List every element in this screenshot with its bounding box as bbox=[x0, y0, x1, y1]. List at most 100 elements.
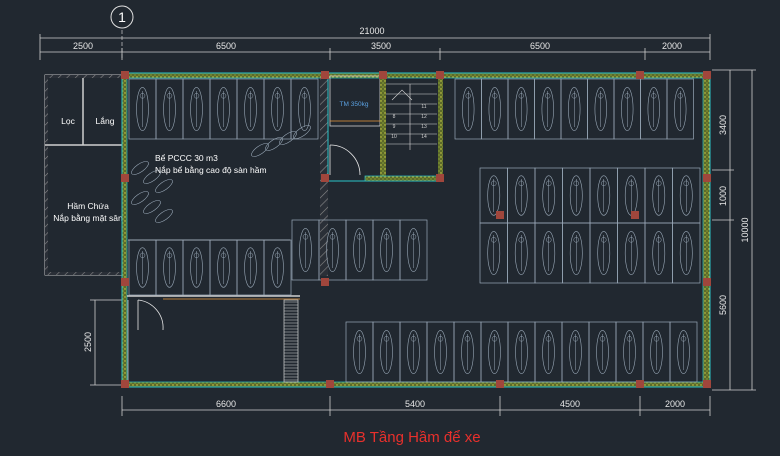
column bbox=[121, 278, 129, 286]
drawing-title: MB Tầng Hầm để xe bbox=[343, 429, 480, 446]
parking-stall bbox=[182, 78, 211, 140]
parking-stall bbox=[562, 167, 591, 224]
parking-stall bbox=[453, 321, 482, 383]
column bbox=[636, 71, 644, 79]
parking-stall bbox=[236, 78, 265, 140]
top-dimensions bbox=[39, 34, 711, 60]
door-swing bbox=[137, 144, 361, 331]
parking-stall bbox=[479, 222, 508, 284]
dim-bottom-seg-4: 2000 bbox=[665, 399, 685, 409]
parking-stalls bbox=[128, 78, 701, 383]
parking-stall bbox=[534, 222, 563, 284]
column bbox=[436, 174, 444, 182]
right-dimensions bbox=[712, 69, 756, 391]
motorbike-marks bbox=[131, 125, 311, 223]
dim-top-total: 21000 bbox=[359, 26, 384, 36]
service-block bbox=[44, 74, 123, 276]
column bbox=[496, 211, 504, 219]
room-label-lang: Lắng bbox=[96, 116, 115, 126]
stair-number: 14 bbox=[421, 134, 427, 140]
parking-stall bbox=[290, 78, 319, 140]
parking-stall bbox=[454, 78, 482, 140]
dim-bottom-seg-1: 6600 bbox=[216, 399, 236, 409]
column bbox=[321, 278, 329, 286]
column bbox=[703, 278, 711, 286]
elevator-label: TM 350kg bbox=[340, 101, 369, 108]
parking-stall bbox=[209, 78, 238, 140]
parking-stall bbox=[128, 78, 157, 140]
parking-stall bbox=[263, 239, 292, 296]
room-label-be-pccc: Bể PCCC 30 m3 bbox=[155, 153, 218, 163]
ramp bbox=[283, 299, 299, 383]
column bbox=[631, 211, 639, 219]
parking-stall bbox=[345, 219, 374, 281]
parking-stall bbox=[481, 78, 509, 140]
parking-stall bbox=[562, 222, 591, 284]
dim-right-seg-1: 3400 bbox=[718, 115, 728, 135]
parking-stall bbox=[534, 78, 562, 140]
parking-stall bbox=[560, 78, 588, 140]
dim-bottom-seg-2: 5400 bbox=[405, 399, 425, 409]
dim-left-seg: 2500 bbox=[83, 332, 93, 352]
parking-stall bbox=[155, 239, 184, 296]
parking-stall bbox=[617, 222, 646, 284]
dim-top-seg-5: 2000 bbox=[662, 41, 682, 51]
parking-stall bbox=[507, 167, 536, 224]
parking-stall bbox=[589, 222, 618, 284]
parking-stall bbox=[588, 321, 617, 383]
parking-stall bbox=[507, 78, 535, 140]
parking-stall bbox=[345, 321, 374, 383]
dim-top-seg-2: 6500 bbox=[216, 41, 236, 51]
parking-stall bbox=[666, 78, 694, 140]
column bbox=[121, 71, 129, 79]
column bbox=[636, 380, 644, 388]
columns bbox=[121, 71, 711, 388]
column bbox=[703, 71, 711, 79]
parking-stall bbox=[182, 239, 211, 296]
stair-number: 8 bbox=[393, 114, 396, 120]
column bbox=[326, 380, 334, 388]
column bbox=[703, 380, 711, 388]
parking-stall bbox=[128, 239, 157, 296]
parking-stall bbox=[480, 321, 509, 383]
room-label-be-pccc-note: Nắp bể bằng cao độ sàn hầm bbox=[155, 165, 267, 175]
dim-top-seg-4: 6500 bbox=[530, 41, 550, 51]
dim-right-total: 10000 bbox=[740, 217, 750, 242]
dim-right-seg-2: 1000 bbox=[718, 186, 728, 206]
parking-stall bbox=[372, 321, 401, 383]
parking-stall bbox=[587, 78, 615, 140]
parking-stall bbox=[615, 321, 644, 383]
parking-stall bbox=[644, 167, 673, 224]
parking-stall bbox=[399, 219, 428, 281]
parking-stall bbox=[642, 321, 671, 383]
parking-stall bbox=[507, 222, 536, 284]
parking-stall bbox=[669, 321, 698, 383]
stair-number: 11 bbox=[421, 104, 426, 110]
column bbox=[321, 71, 329, 79]
room-label-loc: Lọc bbox=[61, 116, 75, 126]
parking-stall bbox=[672, 222, 701, 284]
parking-stall bbox=[291, 219, 320, 281]
column bbox=[321, 174, 329, 182]
parking-stall bbox=[613, 78, 641, 140]
column bbox=[496, 380, 504, 388]
room-label-ham-chua-note: Nắp bằng mặt sân bbox=[53, 213, 123, 223]
parking-stall bbox=[399, 321, 428, 383]
column bbox=[121, 174, 129, 182]
parking-stall bbox=[236, 239, 265, 296]
column bbox=[379, 71, 387, 79]
grid-axis-label: 1 bbox=[118, 9, 126, 25]
parking-stall bbox=[644, 222, 673, 284]
parking-stall bbox=[426, 321, 455, 383]
parking-stall bbox=[155, 78, 184, 140]
parking-stall bbox=[534, 167, 563, 224]
parking-stall bbox=[507, 321, 536, 383]
parking-stall bbox=[589, 167, 618, 224]
parking-stall bbox=[263, 78, 292, 140]
stair-number: 12 bbox=[421, 114, 427, 120]
dim-top-seg-1: 2500 bbox=[73, 41, 93, 51]
bottom-dimensions bbox=[121, 396, 711, 416]
parking-stall bbox=[672, 167, 701, 224]
